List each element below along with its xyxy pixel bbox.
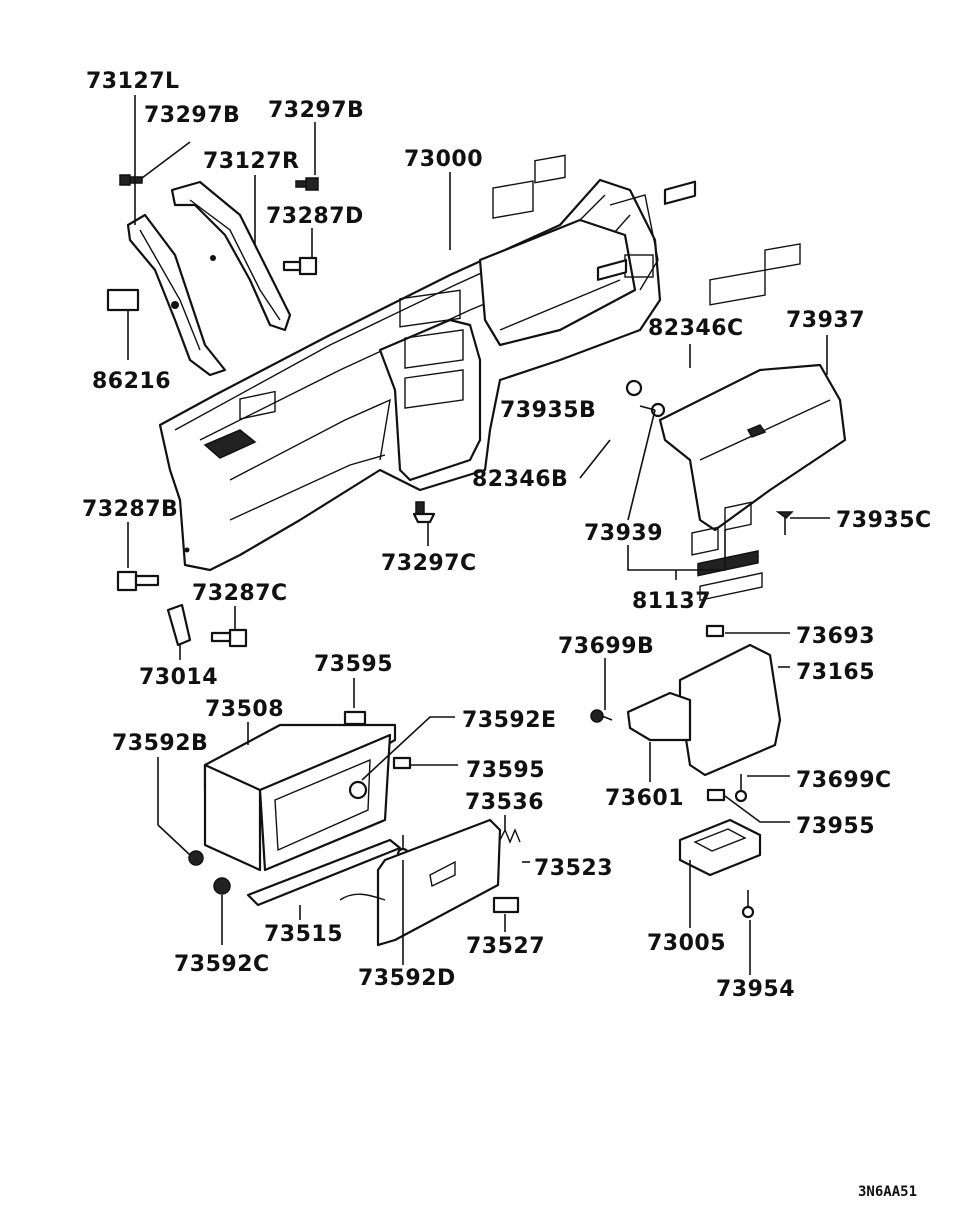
label-82346B: 82346B — [472, 467, 568, 492]
label-73297B-left: 73297B — [144, 103, 240, 128]
label-73935B: 73935B — [500, 398, 596, 423]
label-73014: 73014 — [139, 665, 218, 690]
label-73935C: 73935C — [836, 508, 932, 533]
label-73127R: 73127R — [203, 149, 299, 174]
label-73000: 73000 — [404, 147, 483, 172]
screw-73592C — [213, 877, 231, 895]
label-73937: 73937 — [786, 308, 865, 333]
glove-box-73508 — [203, 723, 397, 872]
instrument-panel-73000 — [158, 154, 662, 572]
screw-73935B — [625, 379, 666, 418]
label-73287C: 73287C — [192, 581, 288, 606]
bolt-73287B — [116, 570, 160, 592]
duct-73601 — [626, 691, 692, 742]
bolt-73297B-right — [295, 177, 319, 191]
screw-73592E — [348, 780, 368, 800]
label-73693: 73693 — [796, 624, 875, 649]
label-73527: 73527 — [466, 934, 545, 959]
label-73699B: 73699B — [558, 634, 654, 659]
rail-73515 — [246, 838, 402, 907]
center-bezel-73165 — [678, 501, 782, 777]
label-73955: 73955 — [796, 814, 875, 839]
latch-73527 — [492, 896, 520, 914]
glove-box-lid-73523 — [339, 818, 502, 947]
label-73297C: 73297C — [381, 551, 477, 576]
label-73297B-right: 73297B — [268, 98, 364, 123]
label-86216: 86216 — [92, 369, 171, 394]
bracket-73014 — [166, 603, 192, 647]
label-73595-lower: 73595 — [466, 758, 545, 783]
bracket-73127R — [170, 180, 292, 332]
ashtray-73005 — [678, 818, 762, 877]
bolt-73287D — [282, 256, 318, 276]
part-labels: 73127L 73297B 73297B 73127R 73000 73287D… — [82, 69, 932, 1200]
label-73005: 73005 — [647, 931, 726, 956]
label-73699C: 73699C — [796, 768, 892, 793]
label-73592B: 73592B — [112, 731, 208, 756]
label-73592E: 73592E — [462, 708, 557, 733]
screw-73699B — [590, 709, 613, 723]
bolt-73297C — [412, 501, 436, 524]
label-73601: 73601 — [605, 786, 684, 811]
clip-73595-upper — [343, 710, 367, 726]
screw-73935C — [775, 511, 794, 535]
label-73536: 73536 — [465, 790, 544, 815]
clip-73955 — [706, 788, 726, 802]
label-73515: 73515 — [264, 922, 343, 947]
label-73954: 73954 — [716, 977, 795, 1002]
clip-82346B — [596, 259, 628, 281]
label-73127L: 73127L — [86, 69, 180, 94]
label-73165: 73165 — [796, 660, 875, 685]
leader-lines — [127, 95, 830, 975]
label-73939: 73939 — [584, 521, 663, 546]
label-73592D: 73592D — [358, 966, 456, 991]
label-73595-upper: 73595 — [314, 652, 393, 677]
clip-82346C — [663, 180, 697, 205]
screw-73699C — [734, 774, 748, 803]
spring-73536 — [499, 828, 521, 844]
clip-73693 — [705, 624, 725, 638]
label-73287D: 73287D — [266, 204, 364, 229]
bolt-73297B-left — [119, 174, 143, 186]
clip-73595-lower — [392, 756, 412, 770]
screw-73592B — [188, 850, 204, 866]
label-82346C: 82346C — [648, 316, 744, 341]
label-73287B: 73287B — [82, 497, 178, 522]
screw-73954 — [741, 890, 755, 919]
cluster-bezel-73937 — [658, 243, 847, 532]
label-73508: 73508 — [205, 697, 284, 722]
bolt-73287C — [210, 628, 248, 648]
diagram-code: 3N6AA51 — [858, 1184, 917, 1200]
label-81137: 81137 — [632, 589, 711, 614]
label-73592C: 73592C — [174, 952, 270, 977]
bracket-73127L — [106, 213, 227, 377]
label-73523: 73523 — [534, 856, 613, 881]
